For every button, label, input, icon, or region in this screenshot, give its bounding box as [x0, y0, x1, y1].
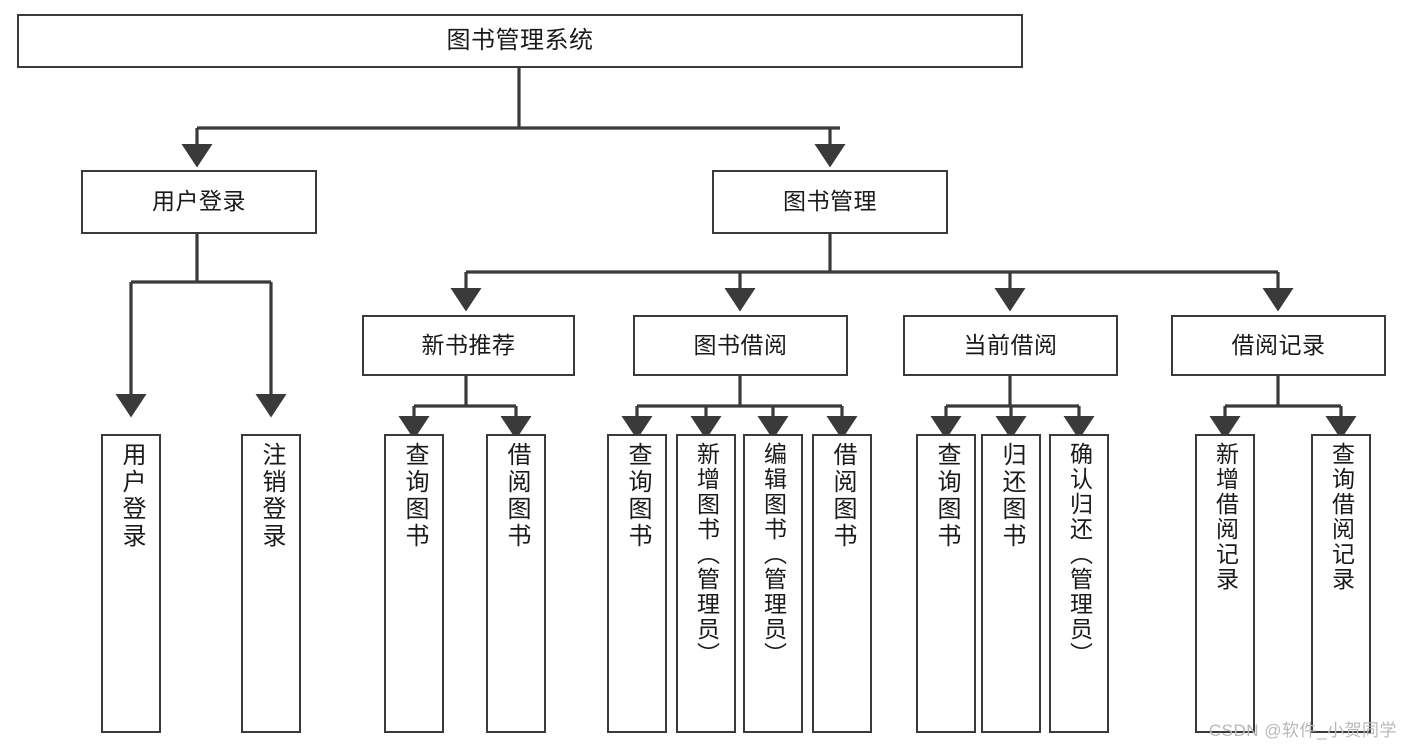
node-leaf-edit-book[interactable]: 编辑图书（管理员） [743, 434, 803, 733]
node-leaf-user-login[interactable]: 用户登录 [101, 434, 161, 733]
node-borrow-record[interactable]: 借阅记录 [1171, 315, 1386, 376]
node-user-login[interactable]: 用户登录 [81, 170, 317, 234]
node-leaf-borrow-book-2-label: 借阅图书 [829, 442, 856, 550]
node-leaf-return-book[interactable]: 归还图书 [981, 434, 1041, 733]
node-leaf-query-book-2-label: 查询图书 [624, 442, 651, 550]
node-leaf-add-book-label: 新增图书（管理员） [693, 442, 720, 667]
node-borrow-record-label: 借阅记录 [1231, 331, 1326, 358]
node-new-book-recommend-label: 新书推荐 [421, 331, 516, 358]
node-leaf-query-record-label: 查询借阅记录 [1328, 442, 1355, 592]
node-leaf-add-book[interactable]: 新增图书（管理员） [676, 434, 736, 733]
node-book-borrow-label: 图书借阅 [693, 331, 788, 358]
node-leaf-confirm-return-label: 确认归还（管理员） [1066, 442, 1093, 667]
node-user-login-label: 用户登录 [152, 188, 246, 215]
node-leaf-edit-book-label: 编辑图书（管理员） [760, 442, 787, 667]
node-leaf-query-record[interactable]: 查询借阅记录 [1311, 434, 1371, 733]
node-leaf-query-book-1-label: 查询图书 [401, 442, 428, 550]
node-leaf-user-login-label: 用户登录 [118, 442, 145, 550]
node-leaf-add-record-label: 新增借阅记录 [1212, 442, 1239, 592]
node-root[interactable]: 图书管理系统 [17, 14, 1023, 68]
node-leaf-borrow-book-1-label: 借阅图书 [503, 442, 530, 550]
node-book-management[interactable]: 图书管理 [712, 170, 948, 234]
node-leaf-add-record[interactable]: 新增借阅记录 [1195, 434, 1255, 733]
node-root-label: 图书管理系统 [446, 26, 594, 54]
node-new-book-recommend[interactable]: 新书推荐 [362, 315, 575, 376]
node-leaf-confirm-return[interactable]: 确认归还（管理员） [1049, 434, 1109, 733]
node-leaf-borrow-book-1[interactable]: 借阅图书 [486, 434, 546, 733]
node-leaf-logout[interactable]: 注销登录 [241, 434, 301, 733]
csdn-watermark: CSDN @软件_小贺同学 [1208, 721, 1397, 740]
node-current-borrow[interactable]: 当前借阅 [903, 315, 1118, 376]
node-leaf-borrow-book-2[interactable]: 借阅图书 [812, 434, 872, 733]
node-leaf-logout-label: 注销登录 [258, 442, 285, 550]
node-book-management-label: 图书管理 [783, 188, 877, 215]
node-leaf-query-book-3[interactable]: 查询图书 [916, 434, 976, 733]
node-leaf-return-book-label: 归还图书 [998, 442, 1025, 550]
node-book-borrow[interactable]: 图书借阅 [633, 315, 848, 376]
node-leaf-query-book-2[interactable]: 查询图书 [607, 434, 667, 733]
node-leaf-query-book-1[interactable]: 查询图书 [384, 434, 444, 733]
node-leaf-query-book-3-label: 查询图书 [933, 442, 960, 550]
node-current-borrow-label: 当前借阅 [963, 331, 1058, 358]
